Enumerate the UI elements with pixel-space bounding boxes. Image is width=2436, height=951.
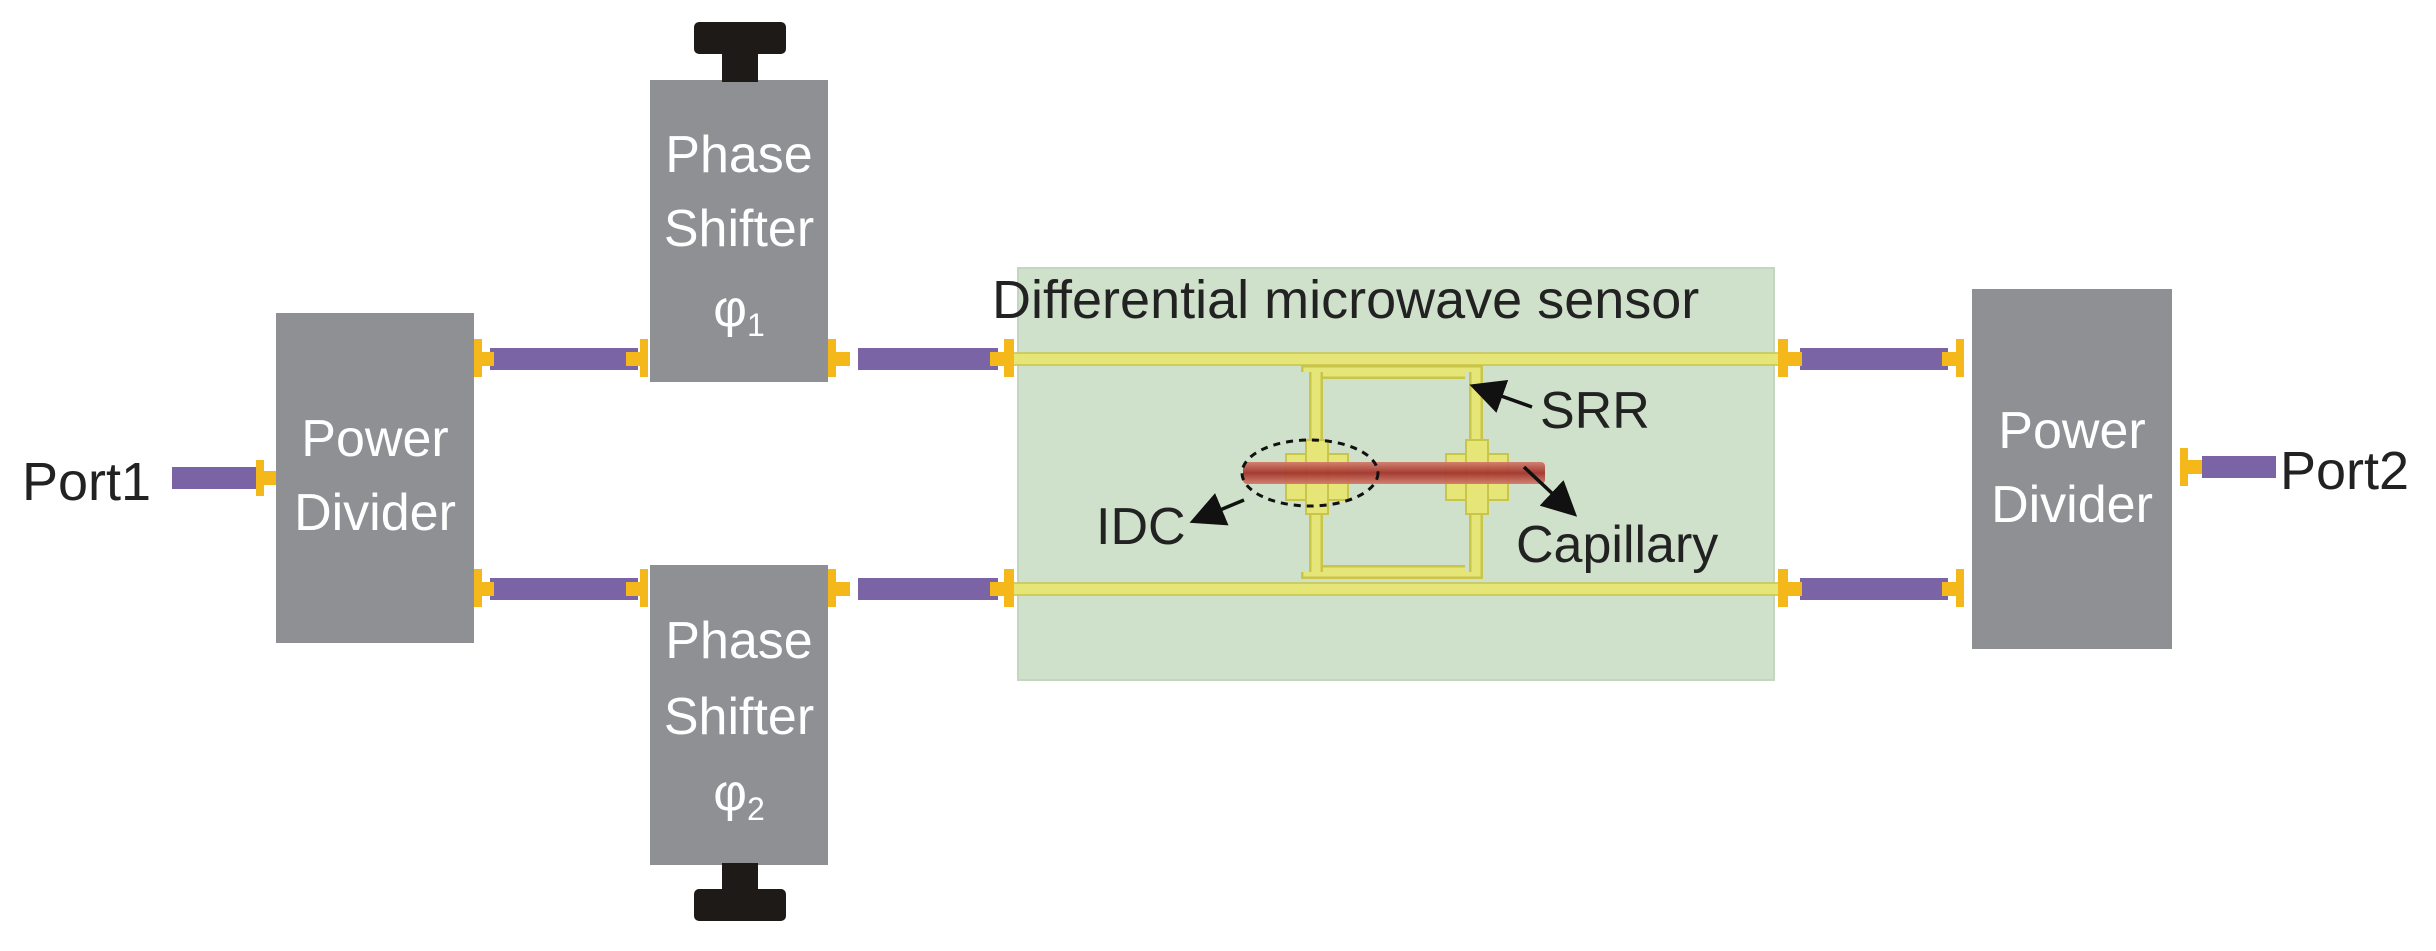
port1-feedline [172,467,264,489]
connector-pd-left-bottom [474,569,482,607]
capillary-tube [1243,462,1545,484]
feedline-sensor-to-pd-right-top [1800,348,1948,370]
connector-sensor-left-top [1004,339,1014,377]
idc-pointer-arrow [1189,493,1245,526]
phase-shifter-1-phi: φ [713,280,747,338]
port2-label: Port2 [2280,441,2409,501]
connector-sensor-left-bottom [1004,569,1014,607]
connectors [256,339,2202,607]
power-divider-right [1972,289,2172,649]
power-divider-right-line2: Divider [1991,476,2153,534]
sensor-top-line [1011,352,1783,366]
feedline-ps2-to-sensor [858,578,998,600]
phase-shifter-2-phi: φ [713,764,747,822]
phase-shifter-1-line1: Phase [665,126,812,184]
sensor-title: Differential microwave sensor [992,270,1699,330]
phase-shifter-1-knob-icon[interactable] [694,22,786,82]
connector-ps2-out [828,569,836,607]
phase-shifter-1-line2: Shifter [664,200,814,258]
power-divider-left-line1: Power [301,410,448,468]
srr-label: SRR [1540,382,1650,440]
idc-label: IDC [1096,498,1186,556]
power-divider-left-line2: Divider [294,484,456,542]
phase-shifter-2-symbol: φ2 [713,764,765,827]
phase-shifter-2-line2: Shifter [664,688,814,746]
connector-pd-right-top [1956,339,1964,377]
power-divider-right-line1: Power [1998,402,2145,460]
connector-port1 [256,460,264,496]
phase-shifter-2-knob-icon[interactable] [694,863,786,921]
idc-highlight-ellipse [1240,438,1380,508]
connector-pd-right-bottom [1956,569,1964,607]
capillary-pointer-arrow [1522,465,1578,517]
port1-label: Port1 [22,452,151,512]
feedline-ps1-to-sensor [858,348,998,370]
capillary-label: Capillary [1516,516,1718,574]
phase-shifter-2-line1: Phase [665,612,812,670]
phase-shifter-1-symbol: φ1 [713,280,765,343]
phase-shifter-2 [650,565,828,865]
connector-ps2-in [640,569,648,607]
feedline-pd-left-to-ps1 [490,348,638,370]
connector-sensor-right-bottom [1778,569,1788,607]
phase-shifter-2-subscript: 2 [747,791,765,827]
feedline-sensor-to-pd-right-bottom [1800,578,1948,600]
connector-sensor-right-top [1778,339,1788,377]
feedlines [172,348,2276,600]
phase-shifter-1 [650,80,828,382]
connector-port2 [2180,448,2188,486]
phase-shifter-1-subscript: 1 [747,307,765,343]
connector-ps1-out [828,339,836,377]
connector-ps1-in [640,339,648,377]
feedline-pd-left-to-ps2 [490,578,638,600]
power-divider-left [276,313,474,643]
sensor-bottom-line [1011,582,1783,596]
port2-feedline [2202,456,2276,478]
connector-pd-left-top [474,339,482,377]
srr-pointer-arrow [1469,379,1533,413]
